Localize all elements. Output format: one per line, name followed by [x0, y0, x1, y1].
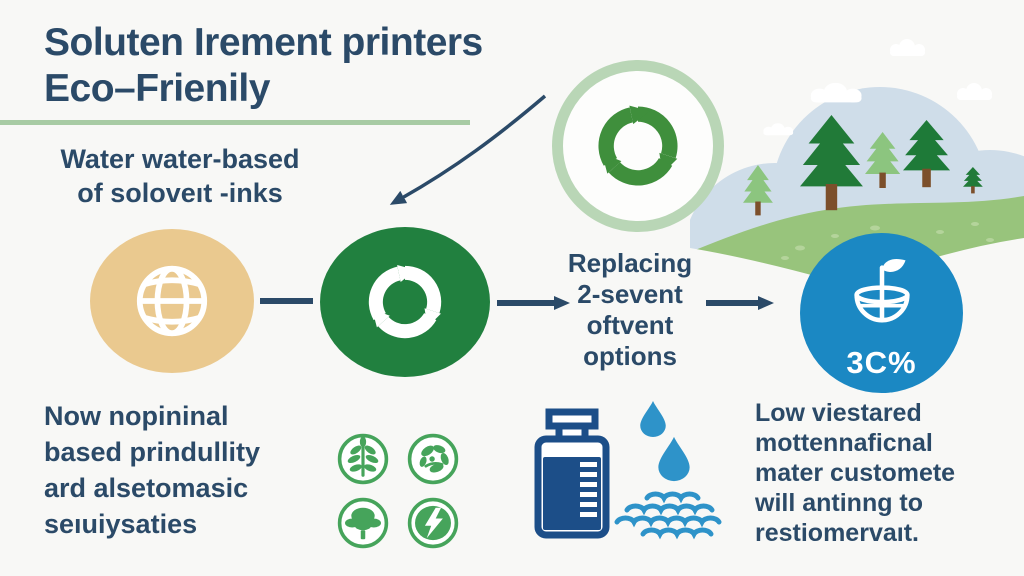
tree-badge-icon — [337, 497, 389, 549]
note-left-line-2: based prindullity — [44, 437, 261, 467]
stat-value: 3C% — [846, 345, 917, 380]
water-drop-icon — [640, 401, 666, 438]
water-puddle-icon — [614, 491, 722, 540]
note-left-line-1: Now nopininal — [44, 401, 229, 431]
globe-icon — [136, 265, 208, 337]
energy-badge-icon — [407, 497, 459, 549]
cloud-icon — [763, 123, 794, 136]
recycle-step-circle — [320, 227, 490, 377]
note-right-line-2: mottennaficnal — [755, 429, 933, 457]
replacing-line-1: Replacing — [567, 248, 693, 278]
intro-text: Water water-based of soloveıt -inks — [28, 142, 332, 210]
replacing-line-2: 2-sevent — [577, 279, 683, 309]
recycle-icon — [598, 105, 678, 186]
ink-jar-icon — [534, 408, 610, 539]
leaf-cluster-badge-icon — [407, 433, 459, 485]
note-left-line-4: seıuiysaties — [44, 509, 198, 539]
recycle-emblem — [552, 60, 724, 232]
plant-badge-icon — [337, 433, 389, 485]
replacing-text: Replacing 2-sevent oftvent options — [552, 248, 708, 372]
note-right-line-4: will antinng to — [755, 489, 924, 517]
note-left-line-3: ard alsetomasic — [44, 473, 249, 503]
water-drop-icon — [658, 436, 690, 482]
cloud-icon — [890, 39, 925, 56]
cloud-icon — [810, 82, 862, 103]
note-right-line-3: mater customete — [755, 459, 956, 487]
globe-step-circle — [90, 229, 254, 373]
note-right: Low viestared mottennaficnal mater custo… — [755, 398, 955, 548]
note-right-line-1: Low viestared — [755, 399, 922, 427]
stat-circle: 3C% — [800, 233, 963, 393]
cloud-icon — [957, 83, 992, 100]
title-underline — [0, 120, 470, 125]
title-line-2: Eco–Frienily — [44, 67, 270, 110]
note-right-line-5: restiomervaıt. — [755, 519, 919, 547]
intro-line-2: of soloveıt -inks — [77, 178, 283, 208]
eco-badges — [336, 432, 460, 550]
title-line-1: Soluten Irement printers — [44, 21, 483, 64]
note-left: Now nopininal based prindullity ard alse… — [44, 398, 260, 542]
recycle-icon — [368, 265, 442, 339]
bowl-plant-icon — [853, 259, 910, 323]
replacing-line-3: oftvent — [586, 310, 674, 340]
page-title: Soluten Irement printers Eco–Frienily — [44, 20, 483, 112]
intro-line-1: Water water-based — [60, 144, 300, 174]
replacing-line-4: options — [583, 341, 677, 371]
